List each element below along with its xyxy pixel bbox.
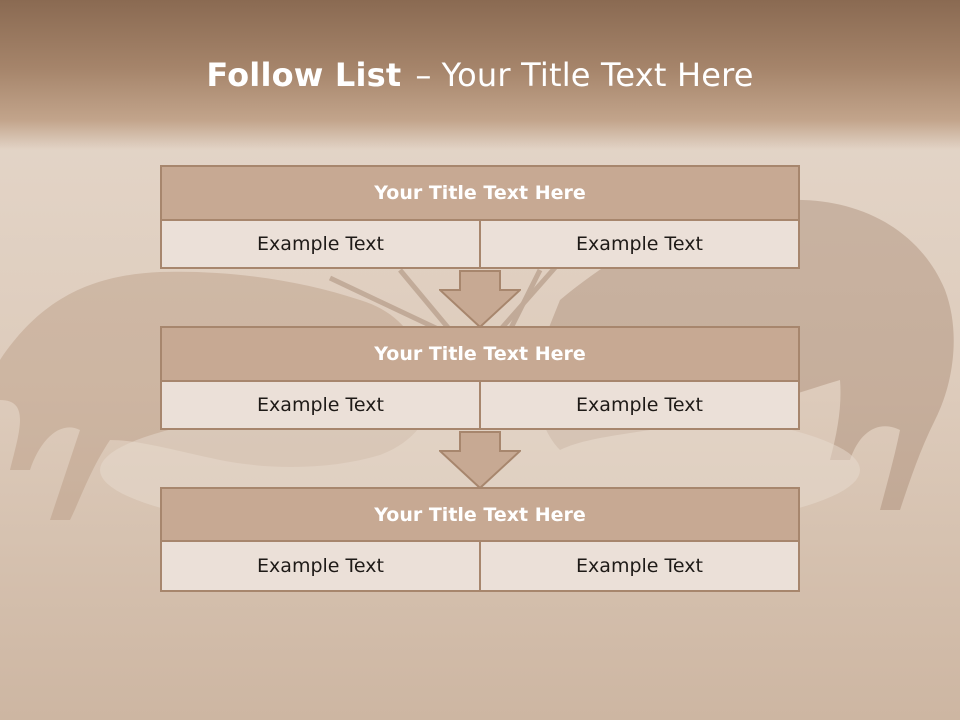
step-row: Example Text Example Text <box>160 382 800 430</box>
down-arrow-icon <box>439 270 521 328</box>
step-right-text: Example Text <box>479 382 798 428</box>
step-title: Your Title Text Here <box>160 326 800 382</box>
step-row: Example Text Example Text <box>160 542 800 592</box>
step-box-1: Your Title Text Here Example Text Exampl… <box>160 165 800 269</box>
title-rest: Your Title Text Here <box>441 56 754 94</box>
down-arrow-icon <box>439 431 521 489</box>
step-title: Your Title Text Here <box>160 165 800 221</box>
step-right-text: Example Text <box>479 221 798 267</box>
header-band <box>0 0 960 150</box>
title-separator: – <box>415 56 432 94</box>
slide-title: Follow List–Your Title Text Here <box>0 56 960 94</box>
title-bold: Follow List <box>206 56 402 94</box>
step-left-text: Example Text <box>257 555 384 577</box>
step-row: Example Text Example Text <box>160 221 800 269</box>
step-box-3: Your Title Text Here Example Text Exampl… <box>160 487 800 592</box>
horns-shape <box>328 260 562 333</box>
step-left-text: Example Text <box>257 394 384 416</box>
step-box-2: Your Title Text Here Example Text Exampl… <box>160 326 800 430</box>
step-right-text: Example Text <box>479 542 798 590</box>
step-title: Your Title Text Here <box>160 487 800 542</box>
step-left-text: Example Text <box>257 233 384 255</box>
